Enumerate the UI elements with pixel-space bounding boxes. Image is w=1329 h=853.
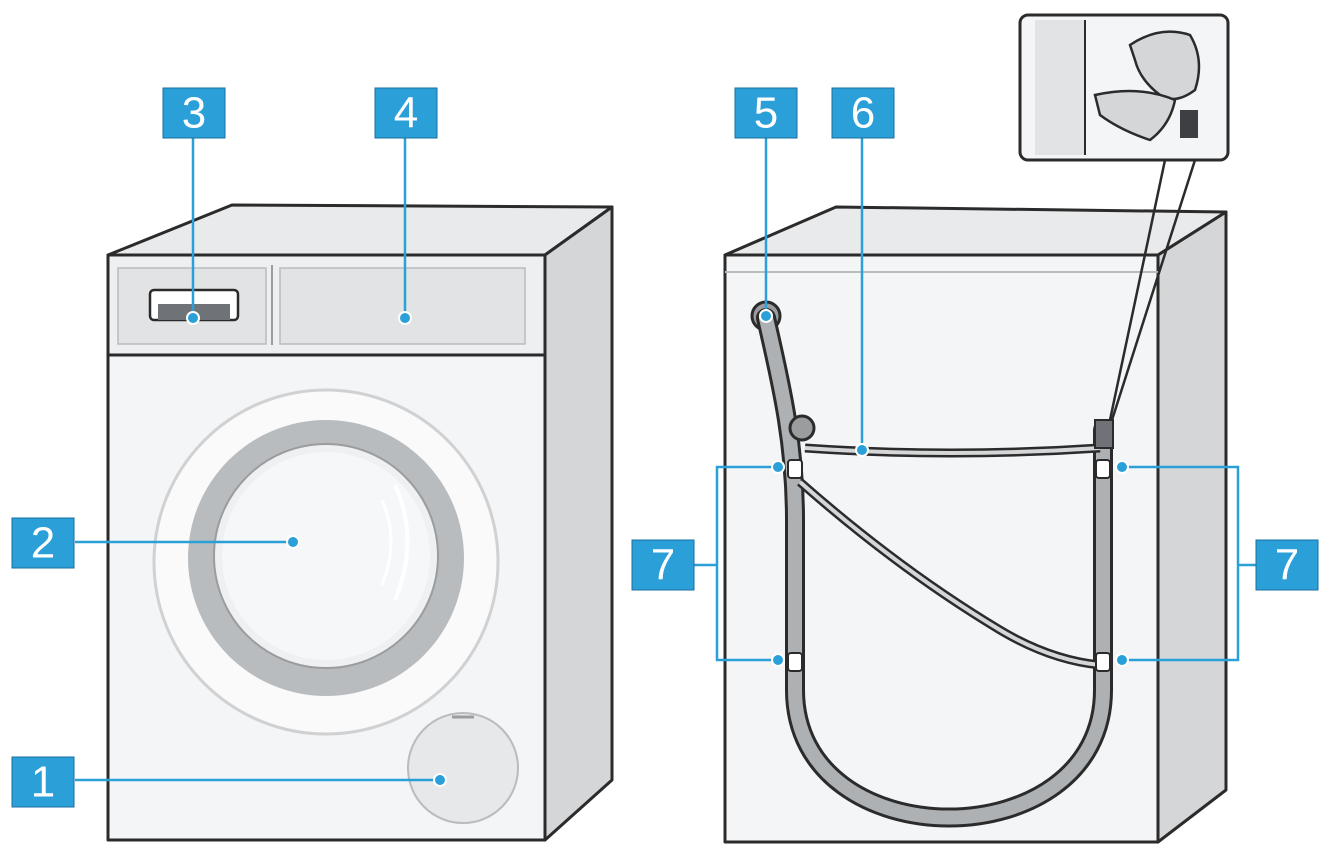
door bbox=[152, 388, 500, 736]
hose-clips bbox=[787, 459, 1111, 672]
callout-1: 1 bbox=[11, 756, 75, 808]
callout-2: 2 bbox=[11, 517, 75, 569]
callout-6: 6 bbox=[831, 87, 895, 139]
callout-5-label: 5 bbox=[754, 89, 778, 138]
callout-7-left-label: 7 bbox=[651, 541, 675, 590]
washer-front-illustration bbox=[106, 203, 614, 842]
callout-4: 4 bbox=[374, 87, 438, 139]
callout-6-label: 6 bbox=[851, 89, 875, 138]
pump-filter-cover bbox=[407, 712, 519, 824]
hose-hook bbox=[1094, 419, 1114, 449]
leader-lines bbox=[75, 135, 1258, 782]
callout-3: 3 bbox=[162, 87, 226, 139]
callout-7-right-label: 7 bbox=[1275, 541, 1299, 590]
callout-3-label: 3 bbox=[182, 89, 206, 138]
callout-5: 5 bbox=[734, 87, 798, 139]
callout-1-label: 1 bbox=[31, 758, 55, 807]
washer-back-illustration bbox=[723, 159, 1228, 844]
control-display-panel bbox=[279, 267, 526, 345]
callout-7-left: 7 bbox=[631, 539, 695, 591]
callout-2-label: 2 bbox=[31, 519, 55, 568]
hose-clip-detail-inset bbox=[1018, 13, 1230, 162]
callout-4-label: 4 bbox=[394, 89, 418, 138]
leader-dots bbox=[186, 309, 1129, 787]
inlet-hose bbox=[788, 414, 1101, 670]
callout-7-right: 7 bbox=[1255, 539, 1319, 591]
